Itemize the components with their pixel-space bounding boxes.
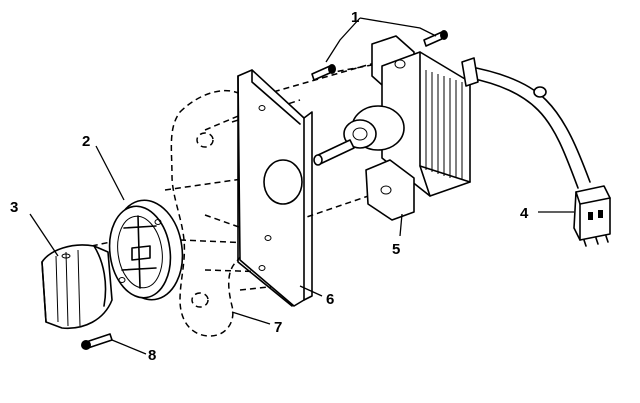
knob-screw-part-8 (81, 333, 113, 350)
callout-5: 5 (392, 241, 400, 258)
motor-housing-shading (425, 70, 463, 180)
dial-plate-part-2 (108, 199, 184, 301)
mounting-screw-part-1 (311, 30, 448, 81)
callout-8: 8 (148, 347, 156, 364)
callout-2: 2 (82, 133, 90, 150)
power-cord (461, 57, 591, 189)
plug-connector-part-4 (573, 185, 611, 247)
control-motor-part-5 (313, 35, 471, 221)
callout-7: 7 (274, 319, 282, 336)
callout-labels: 1 2 3 4 5 6 7 8 (10, 9, 529, 364)
mounting-bracket-part-6 (237, 69, 313, 307)
callout-1: 1 (351, 9, 359, 26)
control-knob-part-3 (41, 244, 113, 330)
callout-4: 4 (520, 205, 529, 222)
callout-6: 6 (326, 291, 334, 308)
callout-3: 3 (10, 199, 18, 216)
callout-leaders (29, 17, 574, 355)
